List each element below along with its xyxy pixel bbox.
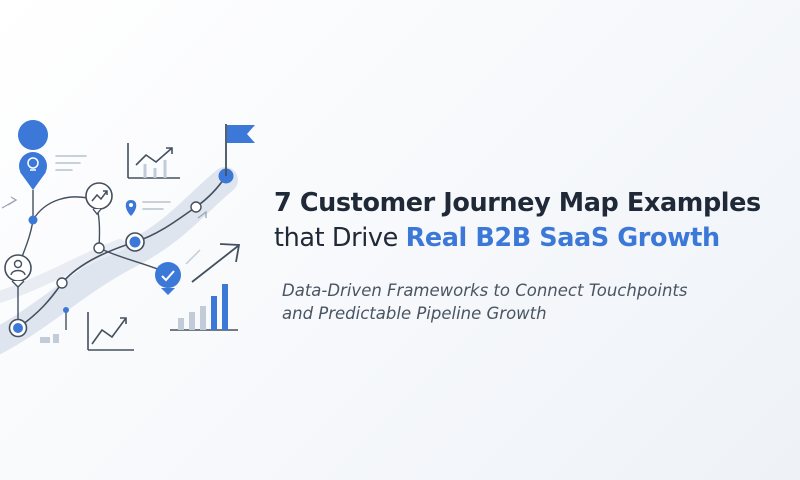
headline-line-2-prefix: that Drive — [274, 223, 406, 253]
journey-node-4-core — [129, 236, 141, 248]
journey-node-2 — [56, 277, 68, 289]
user-icon — [4, 254, 32, 288]
journey-node-5 — [190, 201, 202, 213]
location-pin-icon — [125, 200, 137, 216]
decor-arrows — [7, 196, 207, 219]
headline-line-2: that Drive Real B2B SaaS Growth — [274, 221, 794, 256]
trend-chat-icon — [85, 182, 113, 216]
small-line-chart-icon — [87, 312, 134, 351]
subtitle-line-2: and Predictable Pipeline Growth — [282, 304, 547, 323]
subtitle: Data-Driven Frameworks to Connect Touchp… — [282, 279, 782, 325]
checkmark-icon — [155, 249, 201, 295]
subtitle-line-1: Data-Driven Frameworks to Connect Touchp… — [282, 281, 688, 300]
headline-line-1: 7 Customer Journey Map Examples — [274, 188, 761, 218]
lightbulb-text-lines — [55, 155, 87, 171]
flag-icon — [225, 124, 255, 176]
pin-text-lines — [142, 201, 171, 210]
journey-road-band-secondary — [0, 239, 126, 304]
journey-node-3 — [93, 242, 105, 254]
bar-chart-icon — [170, 284, 238, 331]
arrow-up-right-icon — [191, 243, 241, 283]
headline: 7 Customer Journey Map Examples that Dri… — [274, 186, 794, 256]
journey-node-start-core — [13, 323, 23, 333]
lightbulb-icon — [18, 120, 49, 190]
line-chart-icon — [127, 143, 180, 179]
headline-accent: Real B2B SaaS Growth — [405, 223, 721, 253]
journey-node-branch — [28, 215, 38, 225]
connector-dots — [40, 307, 69, 343]
journey-branch-bottom — [98, 247, 161, 271]
